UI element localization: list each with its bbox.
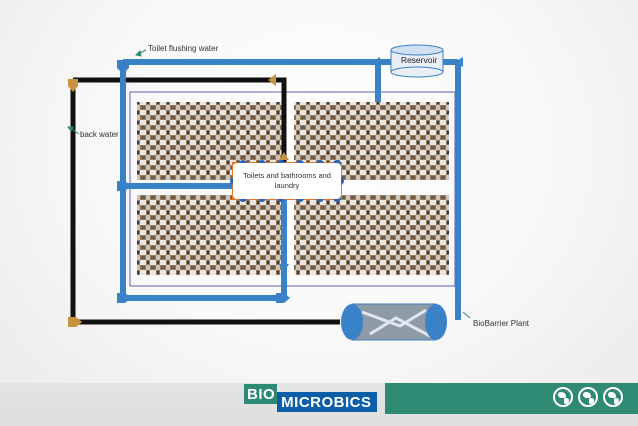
aerial-photo-bottom-right — [294, 195, 449, 275]
center-box-label: Toilets and bathrooms and laundry — [243, 171, 331, 190]
globe-icon-asia — [603, 387, 623, 407]
reservoir-tank — [390, 44, 444, 78]
back-water-label: back water — [80, 130, 119, 139]
globe-icon-americas — [553, 387, 573, 407]
biobarrier-plant-tank — [341, 303, 447, 341]
biomicrobics-logo: BIO MICROBICS — [244, 384, 377, 412]
clean-water-arrows — [117, 57, 463, 327]
callout-pointers — [67, 49, 471, 319]
globe-icon-africa — [578, 387, 598, 407]
reservoir-label: Reservoir — [400, 55, 438, 65]
toilets-bathrooms-laundry-box: Toilets and bathrooms and laundry — [233, 163, 341, 199]
biobarrier-plant-label: BioBarrier Plant — [473, 319, 530, 328]
footer-accent-bar — [385, 383, 638, 414]
logo-microbics: MICROBICS — [277, 392, 377, 412]
logo-bio: BIO — [244, 384, 278, 404]
toilet-flushing-water-label: Toilet flushing water — [148, 44, 219, 53]
aerial-photo-bottom-left — [137, 195, 286, 275]
back-water-arrows — [68, 74, 289, 327]
